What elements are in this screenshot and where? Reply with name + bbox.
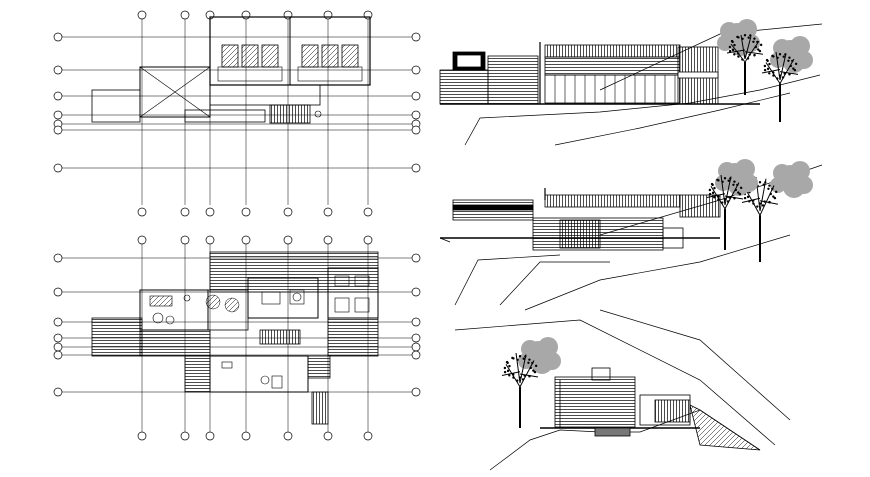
grid-bubble <box>241 207 251 217</box>
grid-bubble <box>411 333 421 343</box>
lower-floor-plan <box>53 235 421 441</box>
deck-west <box>91 317 143 357</box>
stair-mid <box>259 329 301 345</box>
terrace-outline <box>91 89 141 123</box>
grid-bubble <box>53 333 63 343</box>
grid-bubble <box>53 91 63 101</box>
grid-bubble <box>411 287 421 297</box>
grid-bubble <box>283 431 293 441</box>
grid-bubble <box>241 431 251 441</box>
grid-bubble <box>411 253 421 263</box>
grid-bubble <box>180 235 190 245</box>
stair-lower <box>311 391 329 425</box>
grid-bubble <box>363 10 373 20</box>
grid-bubble <box>53 125 63 135</box>
balcony <box>184 109 266 123</box>
grid-bubble <box>137 235 147 245</box>
bath-block <box>327 267 379 319</box>
deck-mid <box>139 329 211 357</box>
grid-bubble <box>205 431 215 441</box>
plant-icon <box>314 110 322 118</box>
bedroom-furniture <box>217 17 363 85</box>
grid-bubble <box>323 10 333 20</box>
grid-bubble <box>53 317 63 327</box>
grid-bubble <box>53 350 63 360</box>
grid-bubble <box>411 32 421 42</box>
grid-bubble <box>283 10 293 20</box>
grid-bubble <box>411 110 421 120</box>
grid-bubble <box>363 235 373 245</box>
grid-bubble <box>323 235 333 245</box>
grid-bubble <box>323 431 333 441</box>
grid-bubble <box>241 235 251 245</box>
kitchen-dining <box>247 277 319 319</box>
grid-bubble <box>137 10 147 20</box>
deck-east <box>327 317 379 357</box>
grid-bubble <box>411 387 421 397</box>
grid-bubble <box>205 207 215 217</box>
grid-bubble <box>283 235 293 245</box>
grid-bubble <box>411 125 421 135</box>
grid-bubble <box>53 32 63 42</box>
grid-bubble <box>53 163 63 173</box>
grid-bubbles <box>53 235 421 441</box>
grid-bubble <box>53 387 63 397</box>
deck-se <box>307 355 331 379</box>
grid-bubble <box>53 287 63 297</box>
side-elevation <box>439 164 823 311</box>
garden-trees <box>205 294 240 313</box>
tree <box>706 159 758 250</box>
stair-upper <box>269 104 311 124</box>
grid-bubble <box>411 350 421 360</box>
trees <box>501 19 813 428</box>
deck-north <box>209 251 379 293</box>
front-elevation <box>439 23 823 146</box>
deck-south <box>184 355 211 393</box>
grid-bubble <box>411 91 421 101</box>
grid-bubble <box>241 10 251 20</box>
grid-bubbles <box>53 10 421 217</box>
grid-bubble <box>53 65 63 75</box>
tree <box>501 337 561 428</box>
grid-bubble <box>53 110 63 120</box>
garage <box>209 355 309 393</box>
grid-bubble <box>180 207 190 217</box>
grid-bubble <box>180 10 190 20</box>
grid-bubble <box>363 207 373 217</box>
grid-bubble <box>411 65 421 75</box>
furniture <box>149 275 370 389</box>
grid-bubble <box>137 207 147 217</box>
grid-bubble <box>363 431 373 441</box>
grid-bubble <box>180 431 190 441</box>
grid-bubble <box>53 342 63 352</box>
hall-block <box>209 84 321 106</box>
tree <box>741 161 813 262</box>
end-elevation <box>454 309 791 471</box>
tree <box>717 19 764 95</box>
grid-bubble <box>323 207 333 217</box>
grid-bubble <box>283 207 293 217</box>
grid-bubble <box>137 431 147 441</box>
grid-bubble <box>53 253 63 263</box>
upper-floor-plan <box>53 10 421 217</box>
grid-bubble <box>411 163 421 173</box>
grid-bubble <box>205 235 215 245</box>
tree <box>761 36 813 122</box>
grid-bubble <box>411 342 421 352</box>
grid-bubble <box>411 317 421 327</box>
